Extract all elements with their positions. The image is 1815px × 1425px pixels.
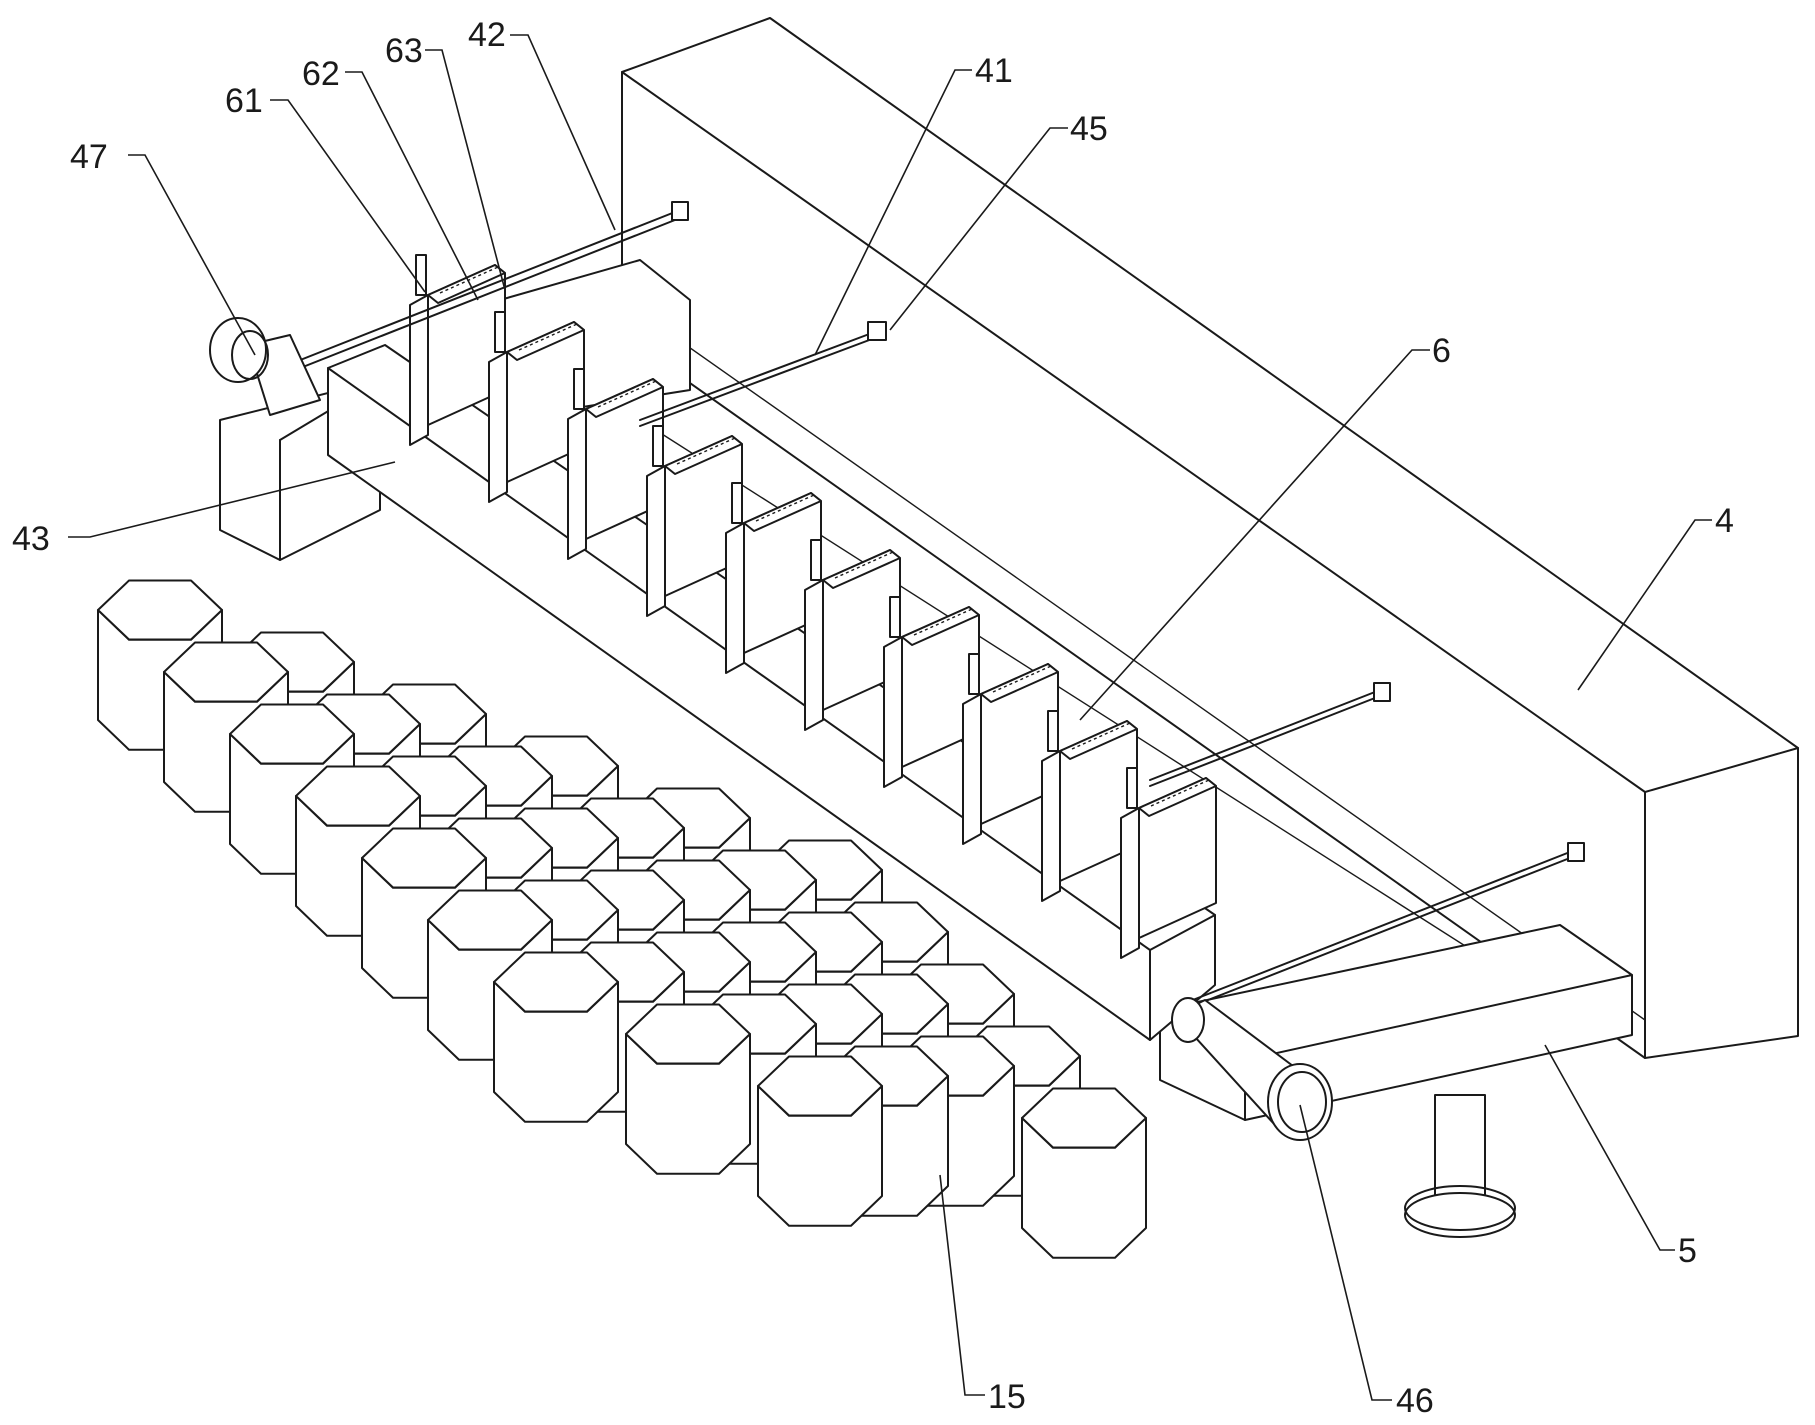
label-43: 43 (12, 520, 50, 558)
rod-right-upper (1149, 682, 1391, 787)
label-46: 46 (1396, 1382, 1434, 1420)
rod-right-lower (1179, 842, 1585, 1012)
cutter-module (962, 653, 1059, 845)
label-6: 6 (1432, 332, 1451, 370)
cutter-module (804, 539, 901, 731)
cutter-module (646, 425, 743, 617)
label-15: 15 (988, 1378, 1026, 1416)
cutter-module (883, 596, 980, 788)
label-47: 47 (70, 138, 108, 176)
reference-numerals: 47 61 62 63 42 41 45 6 4 43 5 15 46 (12, 16, 1734, 1420)
cutter-module (567, 368, 664, 560)
honeycomb-cell (625, 1003, 751, 1175)
label-4: 4 (1715, 502, 1734, 540)
front-rail (1159, 924, 1633, 1238)
honeycomb-grid (97, 579, 1147, 1259)
rod-41 (639, 321, 887, 427)
right-shaft-roller (1171, 997, 1333, 1141)
cutter-modules (409, 254, 1217, 959)
label-41: 41 (975, 52, 1013, 90)
label-62: 62 (302, 55, 340, 93)
cutter-module (409, 254, 506, 446)
honeycomb-cell (1021, 1087, 1147, 1259)
honeycomb-cell (493, 951, 619, 1123)
cutter-module (1120, 767, 1217, 959)
label-45: 45 (1070, 110, 1108, 148)
label-61: 61 (225, 82, 263, 120)
label-63: 63 (385, 32, 423, 70)
cutter-module (1041, 710, 1138, 902)
cutter-module (488, 311, 585, 503)
leader-lines (68, 34, 1712, 1401)
honeycomb-cell (757, 1055, 883, 1227)
cutter-module (725, 482, 822, 674)
label-5: 5 (1678, 1232, 1697, 1270)
left-shaft-end (209, 317, 321, 416)
label-42: 42 (468, 16, 506, 54)
